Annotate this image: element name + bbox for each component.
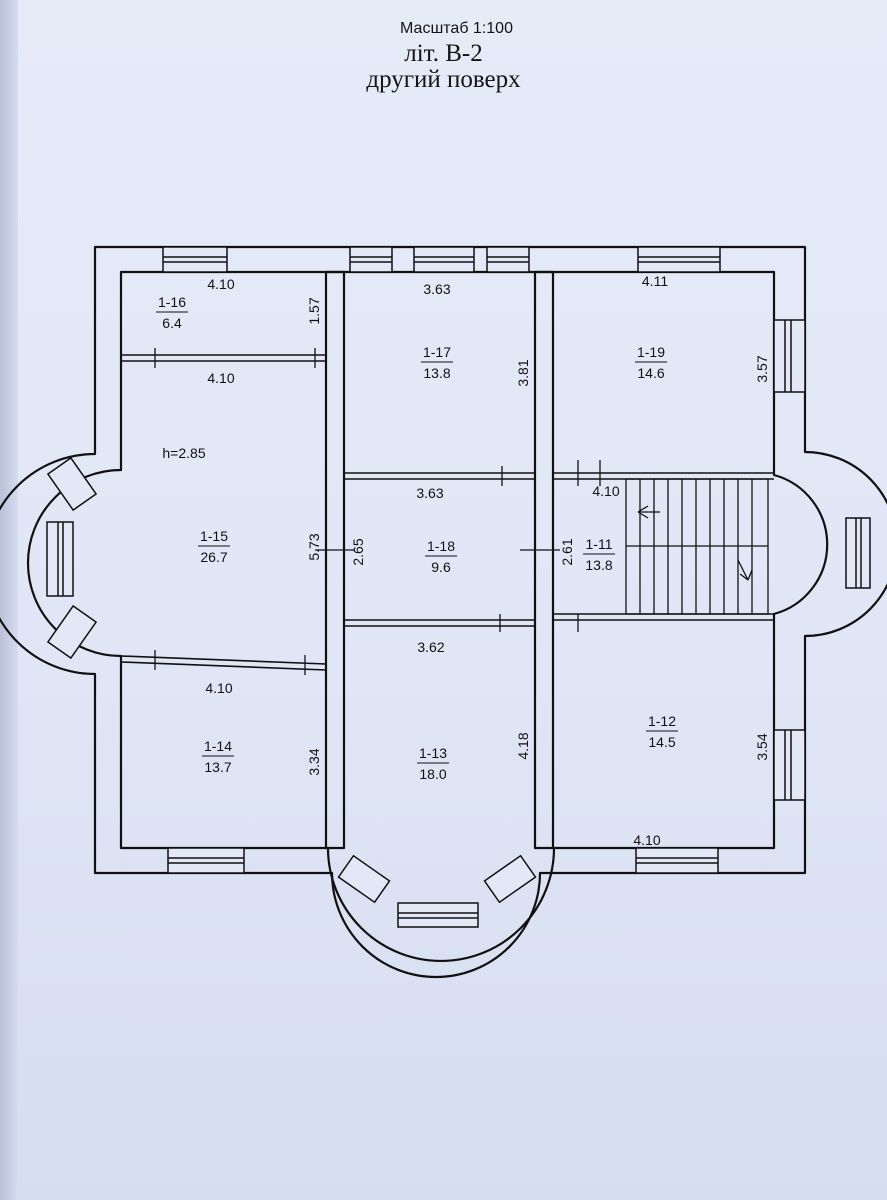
paper-sheet xyxy=(14,0,887,1200)
window xyxy=(337,854,391,904)
window xyxy=(483,854,537,904)
dimension-label: 4.11 xyxy=(642,273,668,289)
dimension-label: 3.62 xyxy=(417,639,444,655)
dimension-label: 2.61 xyxy=(559,538,575,565)
staircase xyxy=(625,478,769,615)
dimension-label: 3.63 xyxy=(423,281,450,297)
window xyxy=(167,847,245,874)
room-number: 1-14 xyxy=(204,738,232,754)
plan-header: Масштаб 1:100 літ. В-2 другий поверх xyxy=(0,20,887,94)
partition-1-18-bottom xyxy=(344,619,535,627)
dimension-label: 3.81 xyxy=(515,359,531,386)
window xyxy=(162,246,228,273)
window xyxy=(845,517,871,589)
inner-wall xyxy=(26,270,829,963)
partition-1-18-top xyxy=(344,472,535,480)
page-binding-edge xyxy=(0,0,18,1200)
window xyxy=(637,246,721,273)
outer-wall xyxy=(0,245,887,979)
room-number: 1-18 xyxy=(427,538,455,554)
room-area: 26.7 xyxy=(200,549,227,565)
window xyxy=(773,729,806,801)
dimension-label: 4.10 xyxy=(205,680,232,696)
window xyxy=(635,847,719,874)
dimension-label: 4.10 xyxy=(633,832,660,848)
room-area: 14.5 xyxy=(648,734,675,750)
door-ticks xyxy=(154,348,601,675)
scale-label: Масштаб 1:100 xyxy=(400,20,513,37)
room-number: 1-13 xyxy=(419,745,447,761)
window xyxy=(413,246,475,273)
interior-wall-right xyxy=(533,270,555,850)
walls xyxy=(0,245,887,979)
partition-1-14 xyxy=(120,655,327,671)
room-number: 1-12 xyxy=(648,713,676,729)
plan-labels: 1-16 6.4 1-17 13.8 1-19 14.6 1-15 26.7 1-18 9.6 1-… xyxy=(156,273,770,848)
room-area: 13.7 xyxy=(204,759,231,775)
room-number: 1-16 xyxy=(158,294,186,310)
room-number: 1-15 xyxy=(200,528,228,544)
window xyxy=(397,902,479,928)
window xyxy=(773,319,806,393)
dimension-label: 1.57 xyxy=(306,297,322,324)
room-area: 14.6 xyxy=(637,365,664,381)
floor-title: другий поверх xyxy=(366,66,521,93)
room-number: 1-17 xyxy=(423,344,451,360)
room-area: 9.6 xyxy=(431,559,451,575)
window xyxy=(486,246,530,273)
building-letter: літ. В-2 xyxy=(404,40,483,67)
dimension-label: 4.10 xyxy=(207,370,234,386)
windows xyxy=(46,246,871,928)
dimension-label: 4.10 xyxy=(592,483,619,499)
room-area: 6.4 xyxy=(162,315,182,331)
room-area: 13.8 xyxy=(585,557,612,573)
window xyxy=(46,604,98,660)
dimension-label: 5.73 xyxy=(306,533,322,560)
window xyxy=(349,246,393,273)
partition-1-11-top xyxy=(553,472,774,480)
dimension-label: 3.63 xyxy=(416,485,443,501)
dimension-label: 3.54 xyxy=(754,733,770,760)
room-number: 1-11 xyxy=(586,536,613,552)
dimension-label: 4.18 xyxy=(515,732,531,759)
partitions xyxy=(120,354,774,671)
partition-1-11-bottom xyxy=(553,613,774,621)
dimension-label: 3.34 xyxy=(306,748,322,775)
room-number: 1-19 xyxy=(637,344,665,360)
dimension-label: 4.10 xyxy=(207,276,234,292)
dimension-label: 3.57 xyxy=(754,355,770,382)
stair-flight xyxy=(625,478,769,615)
room-area: 18.0 xyxy=(419,766,446,782)
dimension-label: 2.65 xyxy=(350,538,366,565)
room-area: 13.8 xyxy=(423,365,450,381)
stair-arrow-icon xyxy=(637,505,660,519)
ceiling-height-label: h=2.85 xyxy=(162,445,205,461)
interior-wall-left xyxy=(324,270,346,850)
partition-1-16 xyxy=(121,354,326,362)
window xyxy=(46,456,98,512)
stair-arrow-icon xyxy=(737,559,753,581)
window xyxy=(46,521,74,597)
